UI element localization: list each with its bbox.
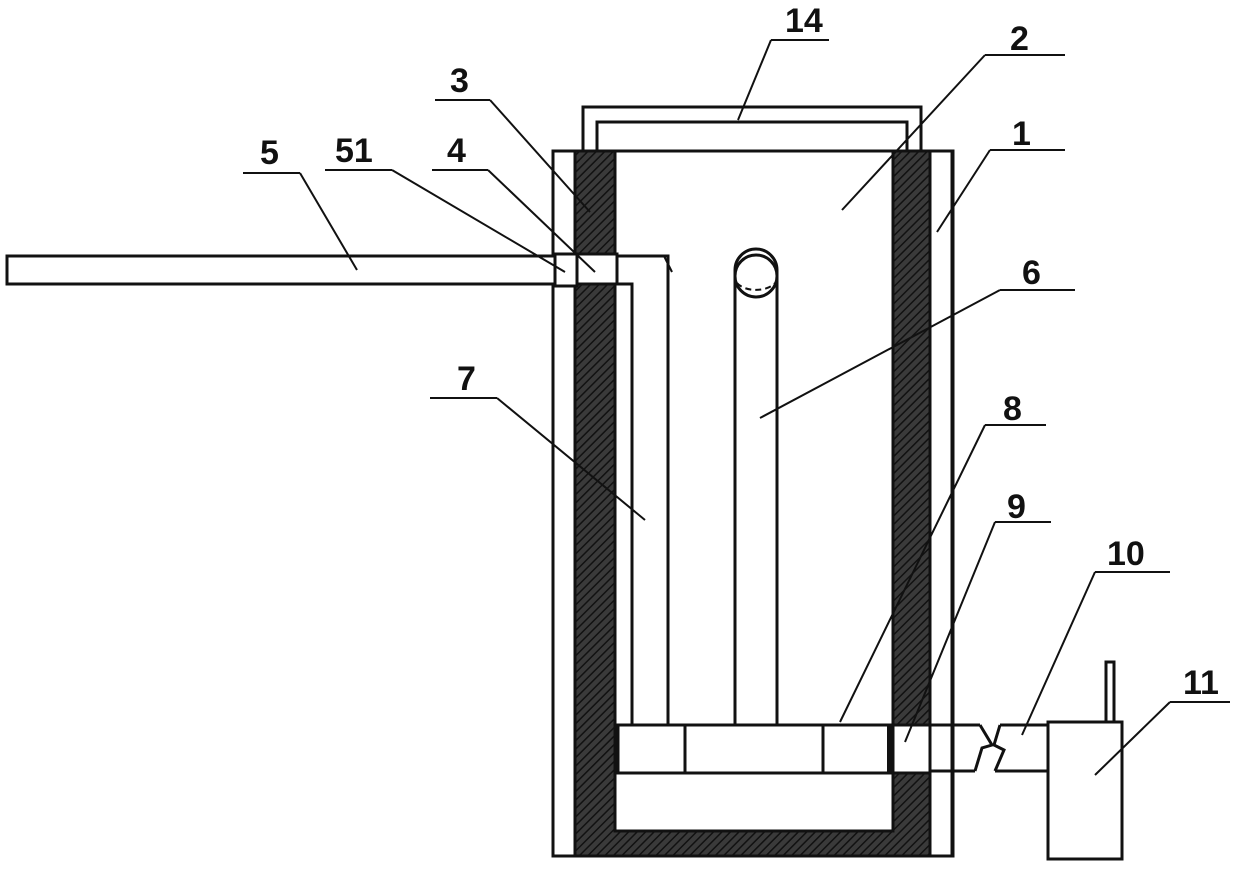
label-6: 6 — [1022, 254, 1041, 292]
label-51: 51 — [335, 132, 373, 170]
tray-dark-strip — [887, 725, 892, 773]
external-device — [1048, 722, 1122, 859]
rod-break-left — [975, 725, 992, 771]
wall-passage — [893, 725, 930, 773]
pipe-connector — [555, 254, 577, 286]
label-14: 14 — [785, 2, 823, 40]
label-5: 5 — [260, 134, 279, 172]
joint-block — [577, 254, 617, 284]
label-11: 11 — [1183, 664, 1219, 702]
label-8: 8 — [1003, 390, 1022, 428]
bottom-tray — [618, 725, 890, 773]
label-2: 2 — [1010, 20, 1029, 58]
label-4: 4 — [447, 132, 466, 170]
label-3: 3 — [450, 62, 469, 100]
label-7: 7 — [457, 360, 476, 398]
right-outer-wall — [930, 151, 952, 856]
top-frame-inner — [597, 122, 907, 151]
horizontal-pipe — [7, 256, 555, 284]
device-handle — [1106, 662, 1114, 722]
label-1: 1 — [1012, 115, 1031, 153]
label-9: 9 — [1007, 488, 1026, 526]
rod-break-right — [994, 725, 1004, 771]
label-10: 10 — [1107, 535, 1145, 573]
top-frame-outer — [583, 107, 921, 151]
vertical-tube — [735, 249, 777, 725]
